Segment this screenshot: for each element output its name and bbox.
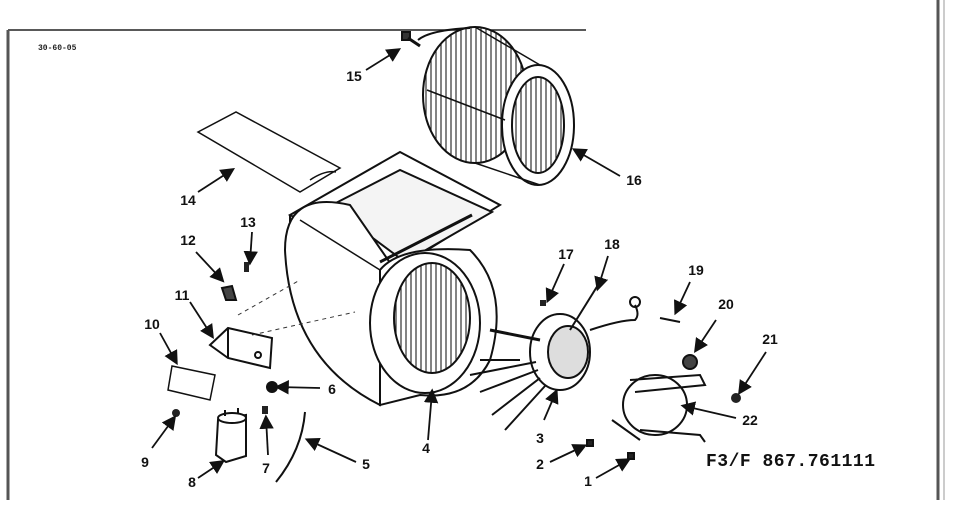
callout-4: 4 (422, 440, 430, 456)
screw-7 (262, 406, 268, 414)
callout-19: 19 (688, 262, 704, 278)
callout-13: 13 (240, 214, 256, 230)
nut-6 (266, 381, 278, 393)
screw-13 (244, 262, 249, 272)
callout-21: 21 (762, 331, 778, 347)
blower-housing (283, 150, 503, 407)
grommet (682, 354, 698, 370)
callout-22: 22 (742, 412, 758, 428)
screw-9 (172, 409, 180, 417)
callout-2: 2 (536, 456, 544, 472)
callout-16: 16 (626, 172, 642, 188)
motor-lead (569, 284, 641, 331)
callout-3: 3 (536, 430, 544, 446)
callout-15: 15 (346, 68, 362, 84)
leader-arrows (151, 48, 767, 479)
screw-17 (540, 300, 546, 306)
callout-5: 5 (362, 456, 370, 472)
callout-1: 1 (584, 473, 592, 489)
callout-18: 18 (604, 236, 620, 252)
cover-plate (167, 365, 216, 401)
nut-21 (731, 393, 741, 403)
motor (469, 313, 591, 431)
callout-17: 17 (558, 246, 574, 262)
screw-15 (401, 31, 421, 48)
alignment-lines (237, 279, 356, 336)
knob (220, 284, 238, 301)
callout-6: 6 (328, 381, 336, 397)
switch-bracket (208, 326, 274, 370)
model-number: F3/F 867.761111 (706, 452, 876, 472)
callout-11: 11 (174, 287, 190, 303)
diagram-code: 30-60-05 (38, 44, 77, 53)
callout-9: 9 (141, 454, 149, 470)
screw-19 (659, 317, 681, 323)
callout-8: 8 (188, 474, 196, 490)
callout-20: 20 (718, 296, 734, 312)
capacitor (214, 408, 247, 464)
callout-10: 10 (144, 316, 160, 332)
bolt-parts (586, 439, 635, 460)
blower-wheel (417, 26, 575, 186)
cutoff-plate (196, 111, 342, 193)
callout-12: 12 (180, 232, 196, 248)
callout-14: 14 (180, 192, 196, 208)
callout-7: 7 (262, 460, 270, 476)
mounting-strap (275, 411, 306, 483)
